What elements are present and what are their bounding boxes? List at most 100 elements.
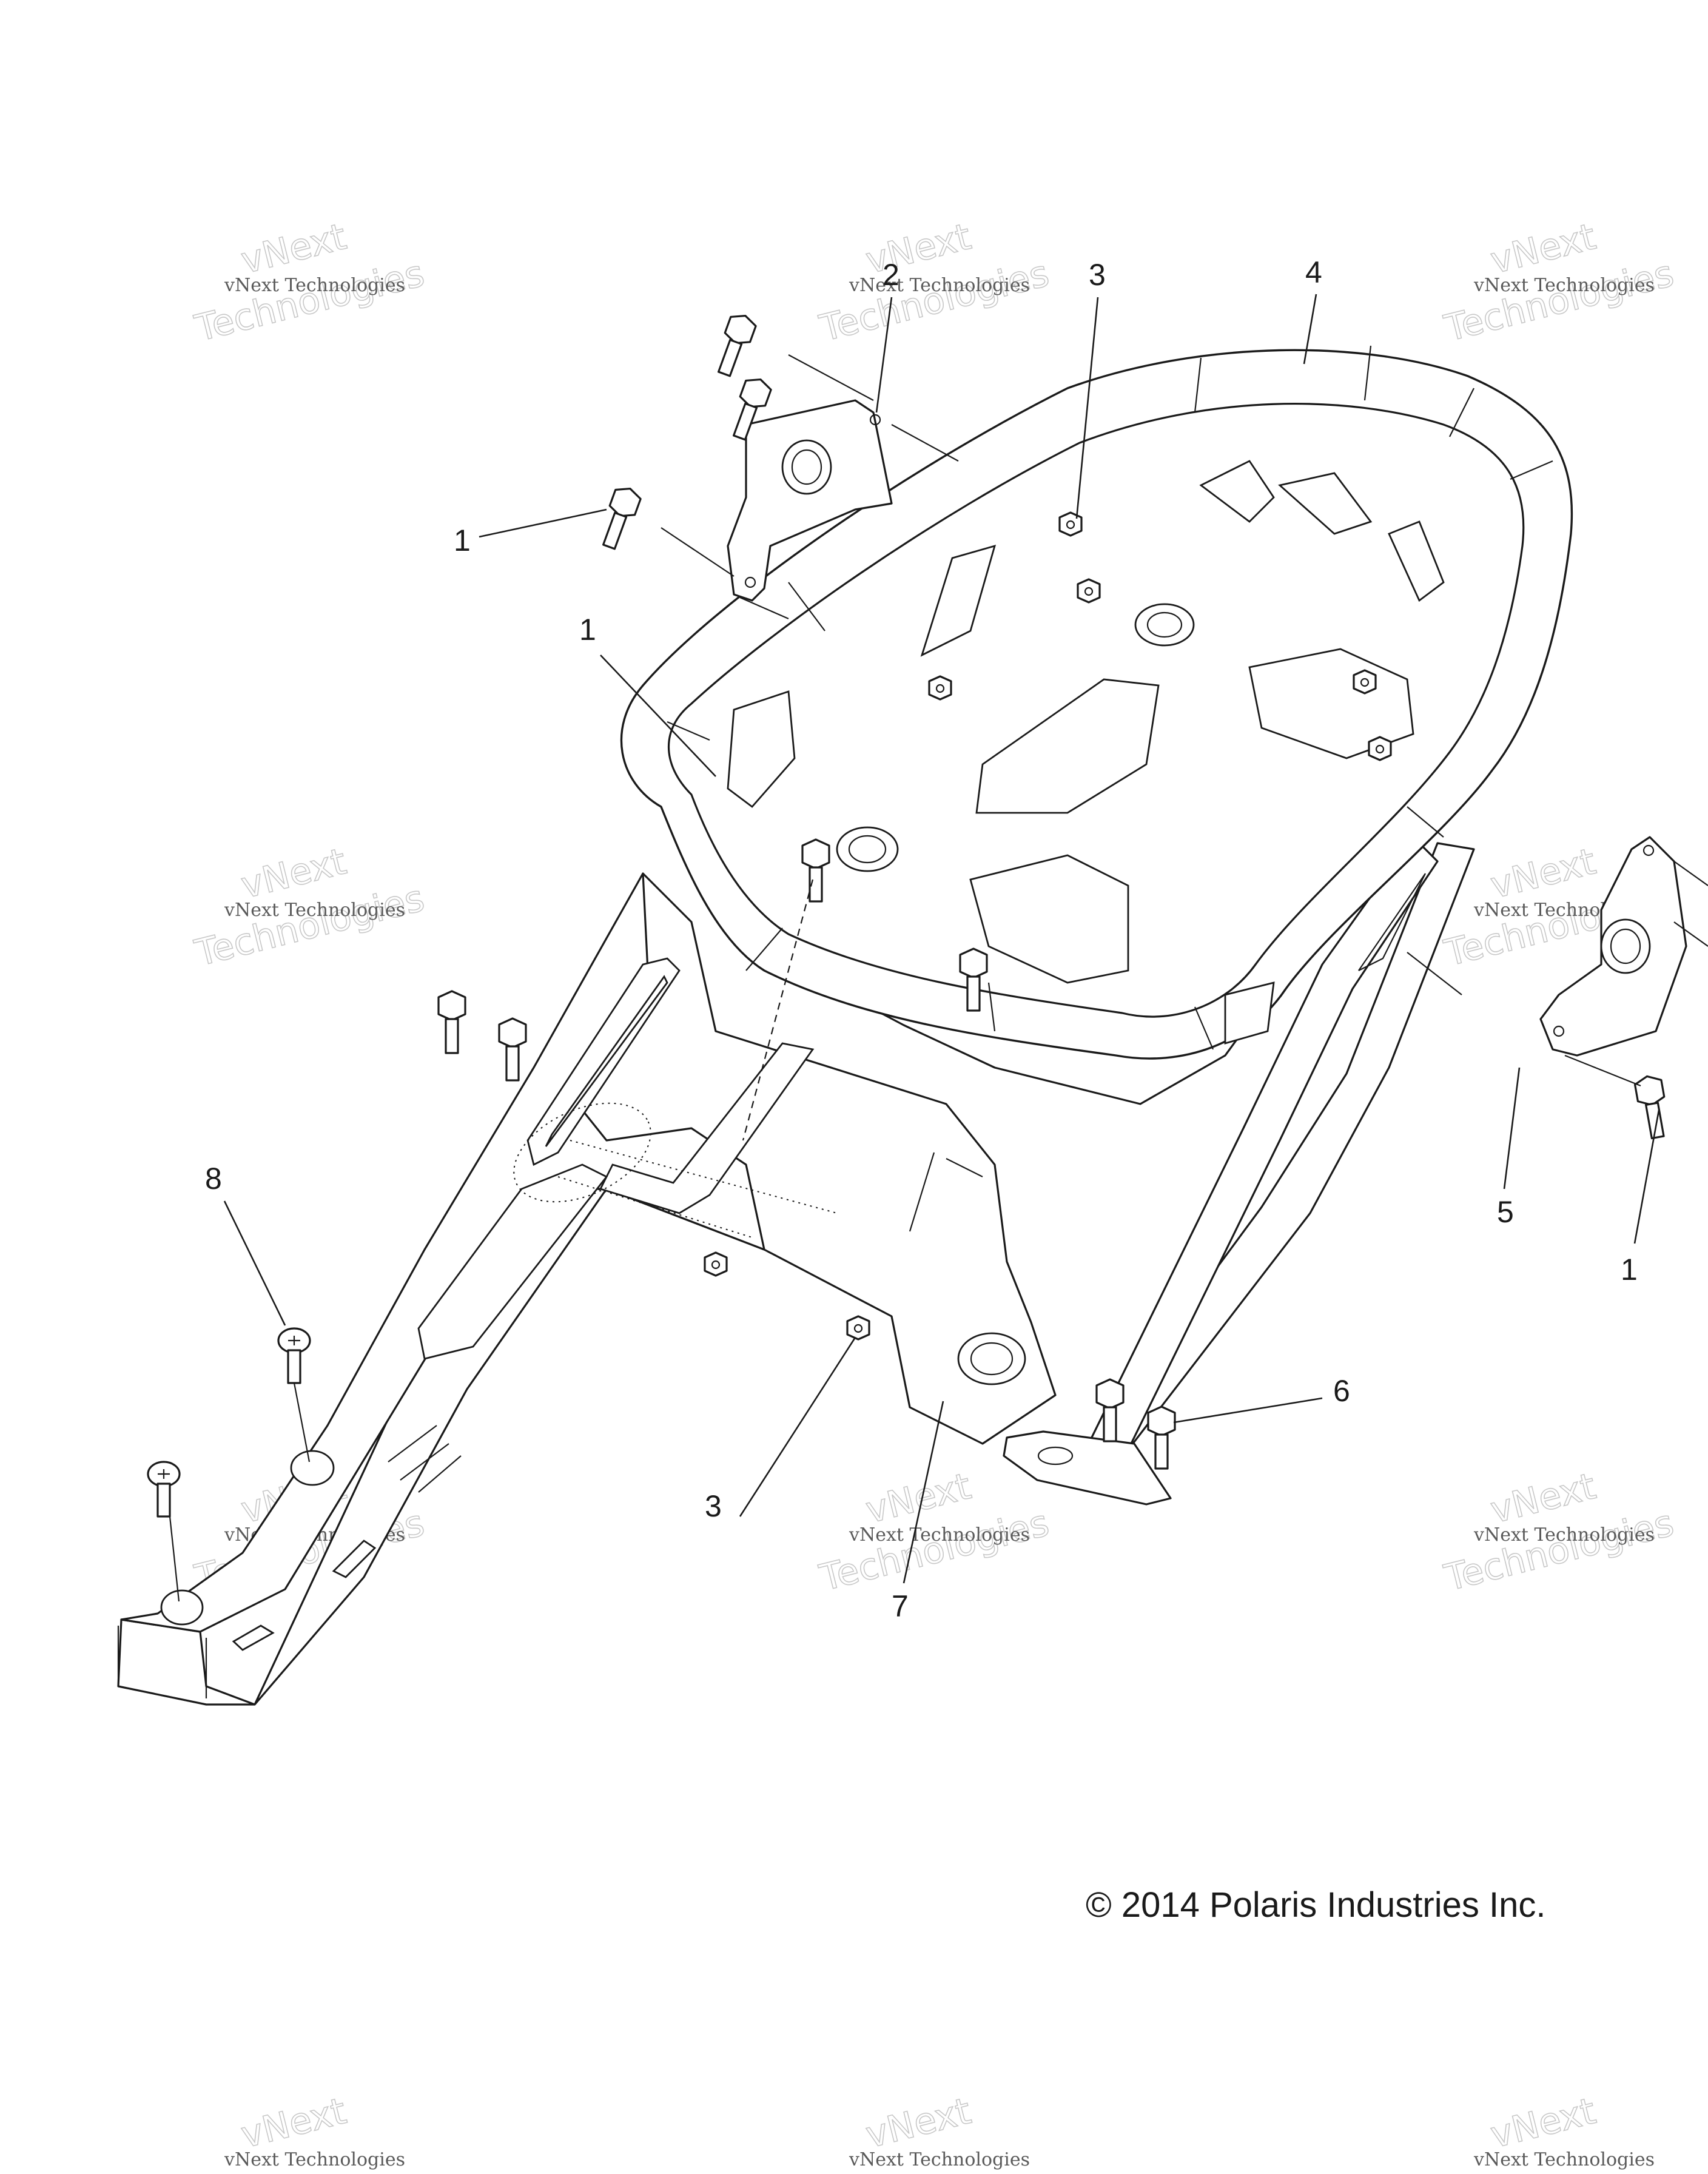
screw-drive [158,1469,170,1479]
rack-floor-hole-rear [1134,603,1195,647]
watermark-big-top: vNext [237,2090,351,2156]
hidden-dotted-line [557,1140,838,1238]
copyright-notice: © 2014 Polaris Industries Inc. [1086,1885,1545,1925]
bolt-shank [1154,1433,1169,1470]
callout-5: 5 [1497,1195,1514,1229]
nut-bore [1066,520,1075,530]
frame-bolt-hole-upper [290,1450,335,1486]
frame-slot-tip-2 [232,1624,275,1651]
fastener-group [437,314,1666,1470]
bolt-shank [445,1018,459,1054]
bolt-head [1095,1378,1125,1410]
callout-1: 1 [454,523,471,557]
watermark-small: vNext Technologies [1473,275,1655,296]
bolt-head [1633,1075,1666,1106]
watermark-big-bottom: Technologies [1440,1502,1678,1600]
watermark-big-bottom: Technologies [815,252,1053,350]
bracket-right-hole [1600,918,1651,974]
part-2-left-mount-bracket [727,399,893,602]
watermark-big-bottom: Technologies [815,1502,1053,1600]
rack-side-gusset-right [1224,981,1275,1045]
bracket-left-plate [727,399,893,602]
nut-body [704,1251,728,1277]
watermark-big-top: vNext [1487,215,1600,282]
frame-slot-upper-inner [545,975,668,1147]
watermark-big-top: vNext [862,1465,975,1532]
watermark-small: vNext Technologies [1473,2149,1655,2170]
flange-bolt [498,1017,527,1082]
watermark: vNext vNext Technologies [1473,2089,1655,2170]
flange-bolt [959,947,988,1012]
bracket-left-bolt-hole-bottom [744,576,756,588]
leader-3b [739,1337,856,1517]
flange-nut [1353,669,1377,695]
leader-1b [600,655,716,777]
bolt-shank [966,975,981,1012]
rack-floor-window-center [975,678,1160,814]
bolt-head [1147,1405,1176,1437]
support-leg-foot-hole [1037,1446,1074,1466]
screw-shank [287,1349,301,1384]
nut-body [1353,669,1377,695]
watermark-small: vNext Technologies [1473,1524,1655,1546]
leader-7 [903,1401,944,1584]
flange-nut [928,675,952,701]
rack-floor-window-rear-3 [1388,520,1445,602]
watermark: vNext Technologies vNext Technologies [815,215,1054,351]
bolt-shank [505,1045,520,1082]
nut-body [1368,736,1392,761]
watermark-big-top: vNext [1487,2090,1600,2156]
flange-bolt [1633,1075,1666,1140]
frame-crease-2 [909,1152,983,1232]
bolt-head [959,947,988,979]
part-7-rack-frame [117,872,1057,1706]
bolt-head [739,378,772,408]
frame-slot-lower [417,1163,608,1360]
nut-bore [1360,678,1370,687]
watermark-big-top: vNext [237,840,351,907]
callout-1: 1 [1621,1253,1638,1287]
nut-bore [1375,744,1385,754]
leader-2 [875,297,893,413]
callout-7: 7 [892,1589,909,1623]
bolt-head [498,1017,527,1049]
callout-3: 3 [1089,258,1106,292]
leader-5 [1503,1067,1521,1190]
bolt-head [608,487,642,517]
rack-floor-window-rear-2 [1278,472,1373,535]
nut-body [1077,578,1101,604]
watermark: vNext Technologies vNext Technologies [1440,1464,1678,1600]
callout-4: 4 [1305,255,1322,289]
watermark: vNext Technologies vNext Technologies [1440,215,1678,351]
button-head-screw [277,1327,311,1384]
assembly-lines [169,354,1708,1602]
frame-left-arm-edge [117,1626,207,1698]
hidden-boss-outline [513,1102,651,1203]
watermark-small: vNext Technologies [224,275,405,296]
frame-pivot-hole [957,1332,1026,1385]
bolt-head [437,990,466,1021]
bracket-right-bolt-hole-bottom [1553,1025,1565,1037]
watermark-small: vNext Technologies [224,2149,405,2170]
nut-body [1058,511,1083,537]
screw-shank [156,1482,171,1518]
watermark-small: vNext Technologies [849,1524,1030,1546]
callout-3: 3 [705,1489,722,1523]
support-leg-foot [1003,1430,1172,1506]
rack-floor-hole-rear-inner [1146,611,1183,638]
bracket-left-hole [781,439,832,495]
watermark: vNext Technologies vNext Technologies [190,215,429,351]
rack-floor-hole-front-inner [848,835,887,864]
leader-4 [1303,294,1317,365]
flange-bolt [1095,1378,1125,1442]
leader-3a [1075,297,1099,519]
rack-floor-hole-front [836,826,899,872]
watermark-big-top: vNext [862,215,975,282]
leader-6 [1173,1397,1323,1424]
rack-side-gusset-left [727,690,796,808]
bracket-right-bolt-hole-top [1642,844,1655,856]
rack-floor-window-rear-1 [1199,460,1275,523]
assembly-line-bracket-right [1407,861,1708,1087]
part-4-rear-rack [620,345,1573,1105]
